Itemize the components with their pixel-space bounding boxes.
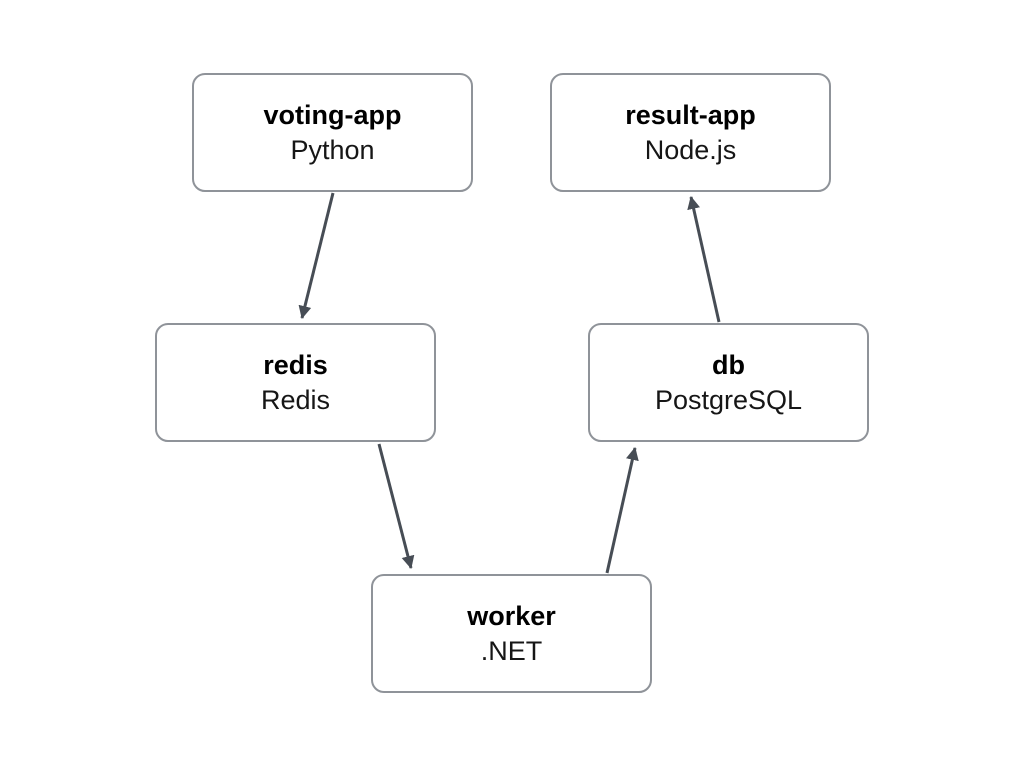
- node-worker: worker .NET: [371, 574, 652, 693]
- node-title: redis: [263, 349, 328, 380]
- edge-voting-app-to-redis: [298, 192, 335, 319]
- node-title: voting-app: [263, 99, 402, 130]
- node-title: result-app: [625, 99, 756, 130]
- node-subtitle: Python: [290, 134, 375, 165]
- node-redis: redis Redis: [155, 323, 436, 442]
- edge-worker-to-db: [605, 447, 639, 574]
- node-db: db PostgreSQL: [588, 323, 869, 442]
- edge-redis-to-worker: [377, 443, 415, 569]
- node-subtitle: .NET: [480, 635, 543, 666]
- node-result-app: result-app Node.js: [550, 73, 831, 192]
- node-subtitle: Node.js: [644, 134, 737, 165]
- node-title: db: [712, 349, 745, 380]
- node-subtitle: Redis: [260, 384, 331, 415]
- node-subtitle: PostgreSQL: [654, 384, 803, 415]
- node-title: worker: [467, 600, 556, 631]
- node-voting-app: voting-app Python: [192, 73, 473, 192]
- edge-db-to-result-app: [687, 196, 721, 323]
